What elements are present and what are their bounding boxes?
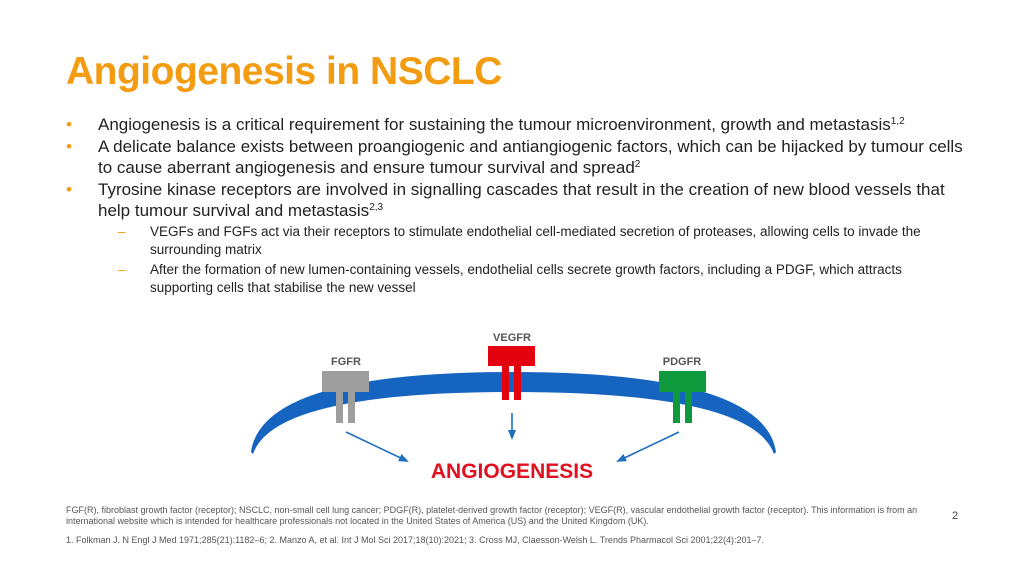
slide-title: Angiogenesis in NSCLC — [66, 50, 502, 93]
bullet-item: • Tyrosine kinase receptors are involved… — [66, 179, 966, 221]
arrow-pdgfr-to-angiogenesis — [616, 431, 680, 462]
bullet-item: • A delicate balance exists between proa… — [66, 136, 966, 178]
bullet-marker: • — [66, 137, 72, 156]
sub-bullet-marker: – — [118, 262, 126, 277]
vegfr-label: VEGFR — [493, 332, 531, 344]
abbreviations-footnote: FGF(R), fibroblast growth factor (recept… — [66, 505, 918, 526]
pdgfr-label: PDGFR — [663, 356, 702, 368]
sub-bullet-text: VEGFs and FGFs act via their receptors t… — [150, 224, 921, 257]
arrow-fgfr-to-angiogenesis — [345, 431, 409, 462]
cell-membrane — [251, 372, 776, 454]
bullet-list: • Angiogenesis is a critical requirement… — [66, 114, 966, 297]
citation-superscript: 2,3 — [369, 202, 384, 213]
citation-superscript: 1,2 — [890, 116, 905, 127]
bullet-marker: • — [66, 180, 72, 199]
citation-superscript: 2 — [634, 159, 641, 170]
bullet-text: Angiogenesis is a critical requirement f… — [98, 115, 891, 134]
sub-bullet-item: – After the formation of new lumen-conta… — [66, 261, 966, 297]
sub-bullet-item: – VEGFs and FGFs act via their receptors… — [66, 223, 966, 259]
references: 1. Folkman J. N Engl J Med 1971;285(21):… — [66, 535, 765, 545]
pdgfr-receptor — [659, 371, 706, 423]
bullet-text: A delicate balance exists between proang… — [98, 137, 963, 177]
sub-bullet-text: After the formation of new lumen-contain… — [150, 262, 902, 295]
bullet-item: • Angiogenesis is a critical requirement… — [66, 114, 966, 135]
page-number: 2 — [952, 510, 959, 522]
bullet-text: Tyrosine kinase receptors are involved i… — [98, 180, 945, 220]
vegfr-receptor — [488, 346, 535, 400]
bullet-marker: • — [66, 115, 72, 134]
angiogenesis-label: ANGIOGENESIS — [431, 460, 593, 483]
sub-bullet-marker: – — [118, 224, 126, 239]
fgfr-receptor — [322, 371, 369, 423]
fgfr-label: FGFR — [331, 356, 361, 368]
